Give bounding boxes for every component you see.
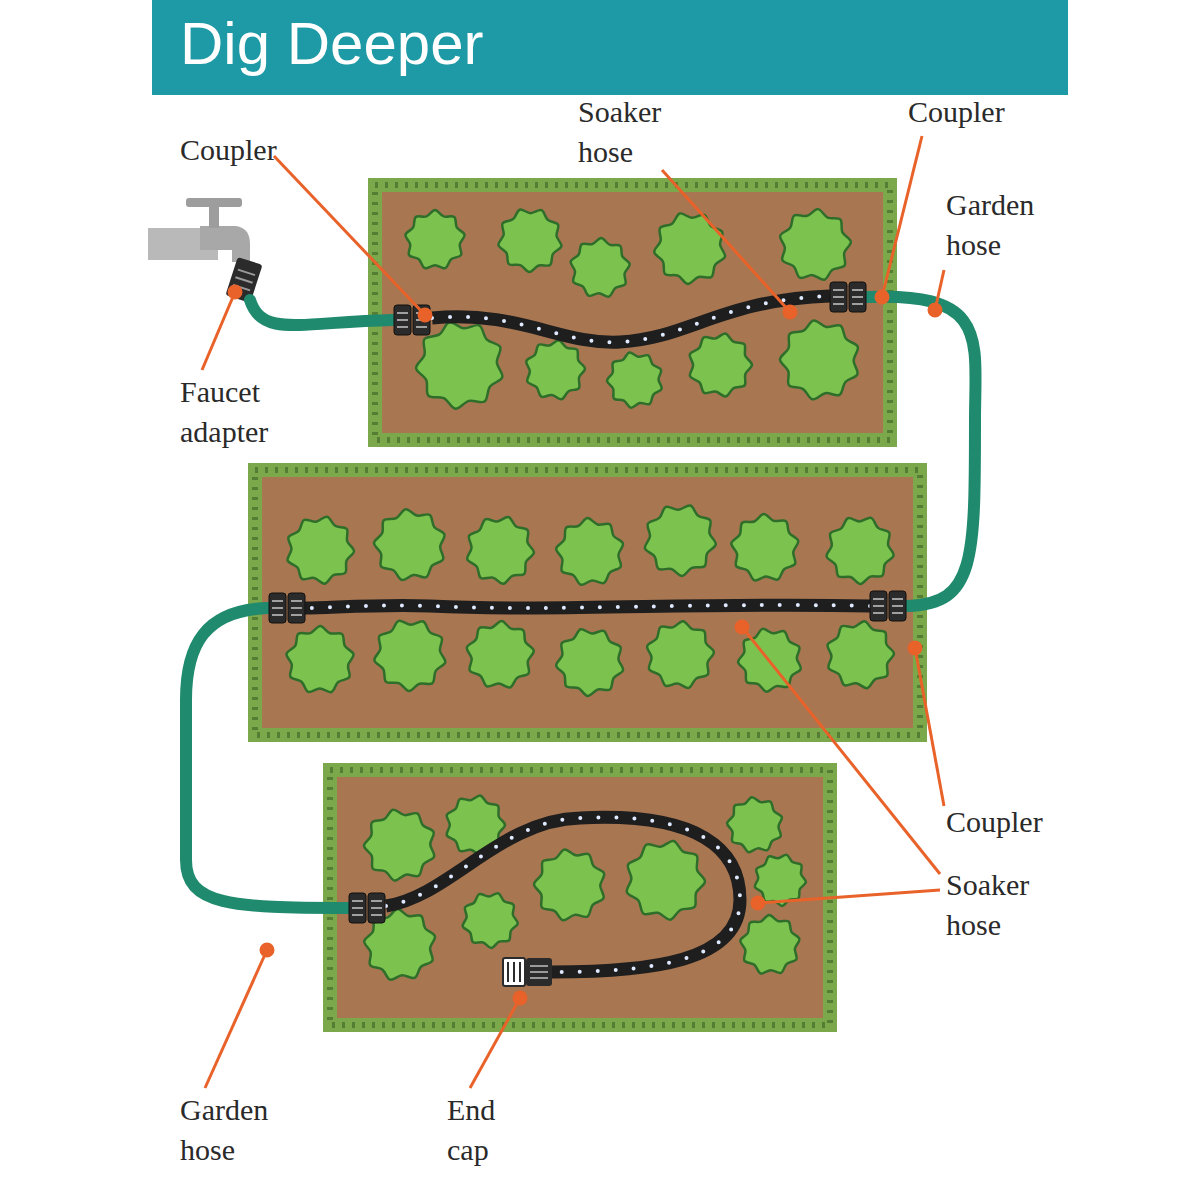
plant: [287, 626, 354, 692]
title-text: Dig Deeper: [180, 14, 484, 74]
plant: [690, 333, 752, 396]
faucet-stem: [209, 204, 219, 228]
garden-bed: [255, 470, 920, 735]
title-bar: [152, 0, 1068, 95]
callout-label: Soaker hose: [946, 865, 1046, 945]
callout-label: Soaker hose: [578, 92, 678, 172]
plant: [780, 320, 858, 399]
garden-hose: [186, 608, 348, 908]
couplers: [269, 282, 906, 923]
callout-label: Coupler: [946, 802, 1066, 842]
faucet-spout: [200, 226, 250, 262]
plant: [416, 322, 502, 409]
callout-label: Coupler: [180, 130, 300, 170]
garden-hose: [250, 300, 392, 325]
bed-edge: [330, 770, 830, 1025]
plant: [740, 915, 799, 974]
plant: [647, 621, 714, 688]
soaker-hoses: [305, 296, 870, 972]
coupler: [870, 591, 906, 621]
plant: [405, 210, 464, 268]
plant: [654, 213, 725, 284]
plant: [571, 238, 630, 297]
bed-edge: [375, 185, 890, 440]
plant: [374, 509, 445, 580]
plant: [727, 797, 782, 852]
plant: [731, 514, 798, 580]
faucet: [148, 198, 263, 303]
plant: [467, 621, 534, 688]
plant: [627, 841, 705, 920]
soaker-dots: [386, 817, 740, 972]
soaker-hose: [432, 296, 830, 342]
leader-lines: [202, 136, 944, 1088]
callout-label: Garden hose: [180, 1090, 290, 1170]
plant: [645, 505, 716, 576]
coupler: [830, 282, 866, 312]
callout-label: End cap: [447, 1090, 517, 1170]
soaker-dots: [432, 296, 830, 342]
faucet-handle: [186, 198, 242, 207]
plant: [374, 621, 445, 691]
garden-bed: [375, 185, 890, 440]
plant: [288, 517, 354, 584]
callout-label: Coupler: [908, 92, 1028, 132]
callout-label: Garden hose: [946, 185, 1056, 265]
plant: [534, 849, 604, 920]
garden-bed: [330, 770, 830, 1025]
soaker-hose: [386, 817, 740, 972]
plant: [364, 810, 434, 881]
plant: [463, 893, 518, 948]
plant: [827, 518, 894, 584]
end-cap: [503, 958, 552, 986]
plant: [467, 517, 534, 584]
plant: [607, 353, 662, 408]
garden-hose: [868, 297, 976, 606]
plant: [556, 629, 623, 696]
faucet-adapter: [225, 257, 262, 303]
bed-edge: [255, 470, 920, 735]
coupler: [349, 893, 385, 923]
plant: [780, 209, 851, 280]
plant: [556, 518, 623, 585]
soaker-dots: [305, 605, 870, 608]
callout-label: Faucet adapter: [180, 372, 290, 452]
plant: [498, 210, 561, 272]
coupler: [394, 305, 430, 335]
plant: [526, 340, 585, 399]
plant: [827, 621, 894, 688]
coupler: [269, 593, 305, 623]
soaker-hose: [305, 605, 870, 608]
